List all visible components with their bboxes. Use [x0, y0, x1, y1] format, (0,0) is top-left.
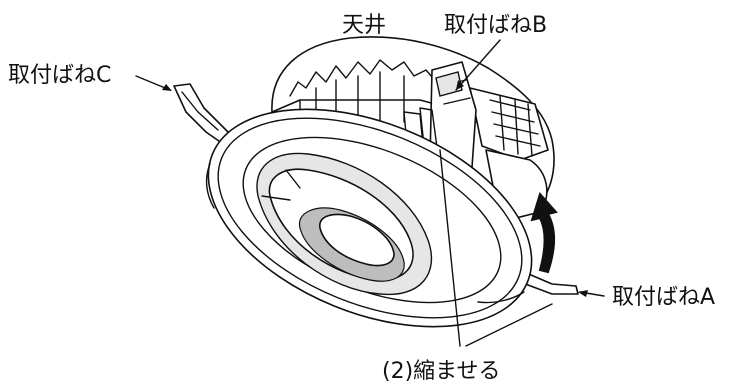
leader-lines — [135, 39, 605, 347]
reflector — [256, 152, 433, 296]
ceiling-label: 天井 — [342, 13, 386, 38]
spring-a-label: 取付ばねA — [612, 285, 715, 310]
spring-b-label: 取付ばねB — [444, 13, 547, 38]
spring-c-label: 取付ばねC — [8, 63, 111, 88]
compress-arrow — [530, 192, 558, 274]
step-label: (2)縮ませる — [382, 359, 501, 384]
